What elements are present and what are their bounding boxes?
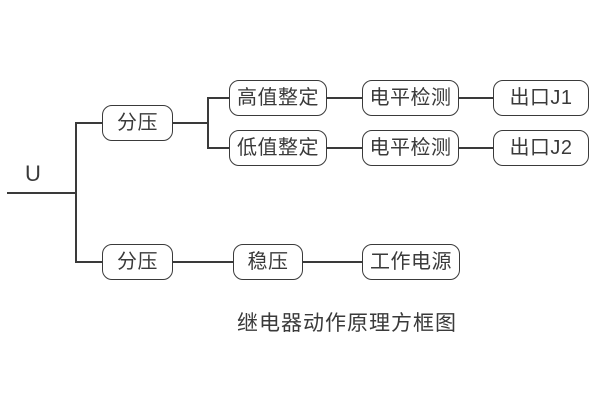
connector-branch-top (75, 122, 105, 124)
connector-divider-to-regulator (172, 261, 235, 263)
connector-input-line (7, 192, 76, 194)
node-output-j2: 出口J2 (493, 130, 589, 166)
connector-stub-low (207, 147, 231, 149)
connector-regulator-to-power (302, 261, 364, 263)
node-low-value-setting: 低值整定 (229, 130, 327, 166)
node-voltage-divider-bottom: 分压 (102, 244, 173, 280)
connector-high-to-detect (326, 97, 364, 99)
connector-detect-to-j2 (458, 147, 495, 149)
connector-split-vertical (207, 97, 209, 149)
connector-stub-high (207, 97, 231, 99)
connector-branch-bottom (75, 261, 105, 263)
node-level-detection-1: 电平检测 (362, 80, 459, 116)
connector-detect-to-j1 (458, 97, 495, 99)
connector-trunk-vertical (75, 122, 77, 263)
node-level-detection-2: 电平检测 (362, 130, 459, 166)
diagram-caption: 继电器动作原理方框图 (237, 312, 457, 335)
node-high-value-setting: 高值整定 (229, 80, 327, 116)
node-voltage-regulator: 稳压 (233, 244, 303, 280)
input-voltage-label: U (25, 161, 41, 186)
connector-low-to-detect (326, 147, 364, 149)
node-working-power: 工作电源 (362, 244, 460, 280)
node-output-j1: 出口J1 (493, 80, 589, 116)
connector-divider-to-split (172, 122, 209, 124)
node-voltage-divider-top: 分压 (102, 105, 173, 141)
